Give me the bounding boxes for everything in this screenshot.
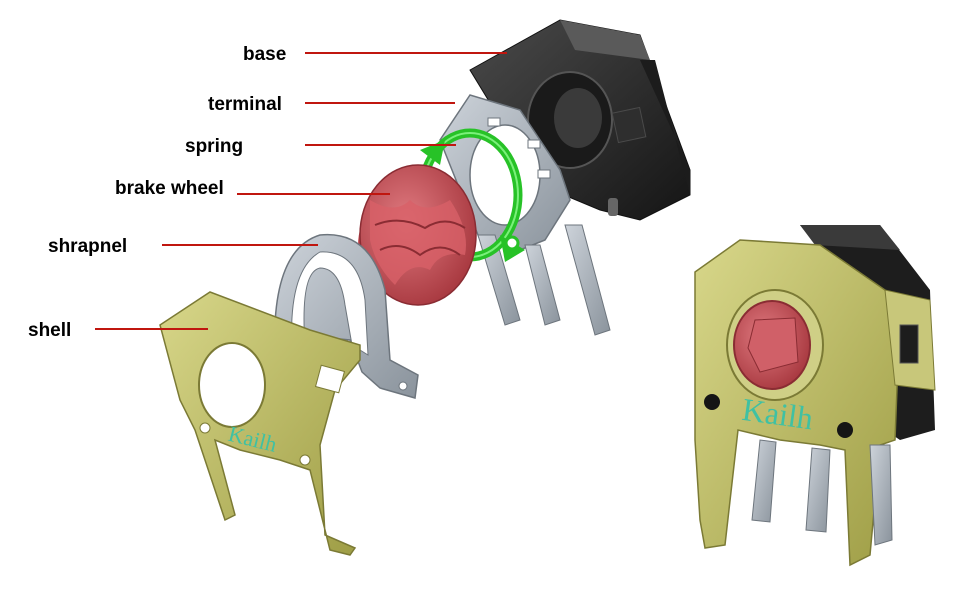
- label-text-base: base: [243, 44, 286, 65]
- label-text-terminal: terminal: [208, 94, 282, 115]
- label-text-spring: spring: [185, 136, 243, 157]
- label-text-brake-wheel: brake wheel: [115, 178, 224, 199]
- base-part: [469, 19, 691, 221]
- assembled-encoder: Kailh: [694, 225, 936, 567]
- label-brake-wheel: brake wheel: [115, 178, 390, 199]
- label-spring: spring: [185, 136, 456, 157]
- label-shrapnel: shrapnel: [48, 236, 318, 257]
- label-text-shell: shell: [28, 320, 71, 341]
- brake-wheel-part: [358, 164, 477, 306]
- label-base: base: [243, 44, 507, 65]
- label-shell: shell: [28, 320, 208, 341]
- shell-part: Kailh: [159, 291, 361, 556]
- label-terminal: terminal: [208, 94, 455, 115]
- label-text-shrapnel: shrapnel: [48, 236, 127, 257]
